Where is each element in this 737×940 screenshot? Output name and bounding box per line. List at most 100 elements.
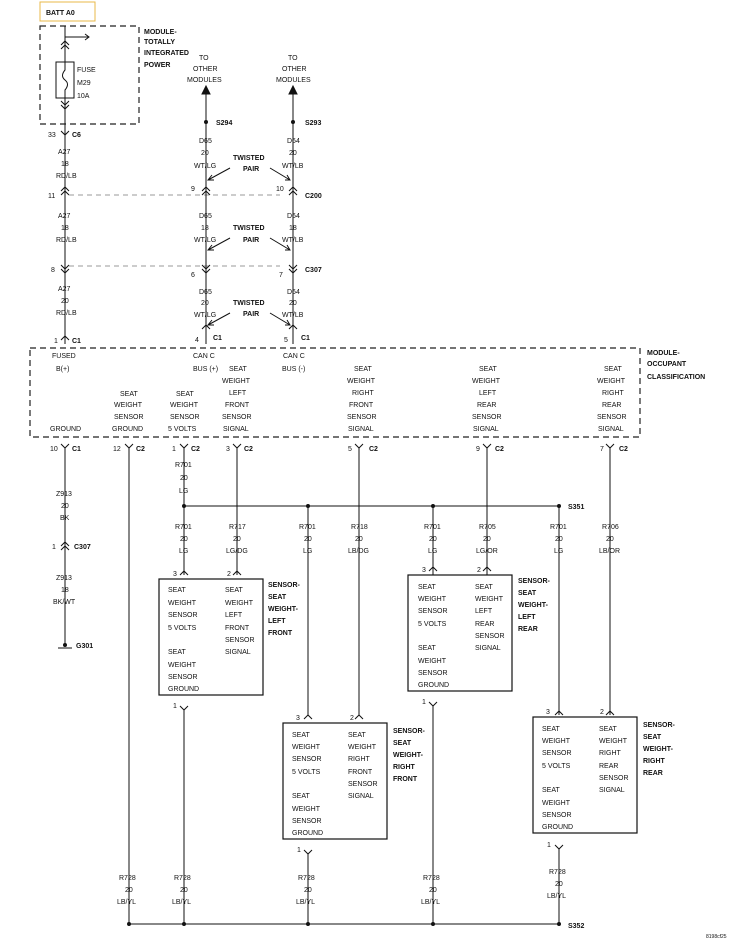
svg-text:FRONT: FRONT — [349, 402, 374, 409]
svg-text:TOTALLY: TOTALLY — [144, 39, 175, 46]
sensor-rf-title: SENSOR- SEAT WEIGHT- RIGHT FRONT — [393, 728, 426, 783]
svg-text:LG: LG — [303, 548, 312, 555]
wire-r728-label-3: R728 20 LB/YL — [296, 875, 315, 906]
svg-text:C2: C2 — [495, 446, 504, 453]
svg-text:SENSOR: SENSOR — [168, 612, 198, 619]
svg-text:SEAT: SEAT — [418, 584, 436, 591]
ocm-module-outline — [29, 347, 641, 438]
svg-text:SEAT: SEAT — [393, 740, 412, 747]
tipm-title: MODULE- TOTALLY INTEGRATED POWER — [144, 29, 189, 69]
svg-text:LEFT: LEFT — [268, 618, 286, 625]
svg-text:SEAT: SEAT — [292, 793, 310, 800]
svg-text:SIGNAL: SIGNAL — [225, 649, 251, 656]
wire-r706-label: R706 20 LB/OR — [599, 524, 620, 555]
svg-text:20: 20 — [555, 881, 563, 888]
sensor-rf-ground: SEAT WEIGHT SENSOR GROUND — [292, 793, 323, 837]
figure-id: 8198cf25 — [706, 934, 727, 940]
d64-arrow-up — [288, 84, 298, 95]
svg-text:18: 18 — [201, 225, 209, 232]
svg-text:7: 7 — [600, 446, 604, 453]
svg-text:WT/LB: WT/LB — [282, 312, 304, 319]
svg-text:SENSOR: SENSOR — [225, 637, 255, 644]
svg-text:20: 20 — [201, 300, 209, 307]
svg-text:18: 18 — [61, 587, 69, 594]
svg-text:C2: C2 — [191, 446, 200, 453]
svg-text:S293: S293 — [305, 120, 321, 127]
svg-text:SEAT: SEAT — [168, 587, 186, 594]
tipm-internal-connector — [60, 40, 70, 50]
svg-text:LB/DG: LB/DG — [348, 548, 369, 555]
svg-text:SEAT: SEAT — [268, 594, 287, 601]
svg-text:SENSOR-: SENSOR- — [393, 728, 426, 735]
sensor-rf-signal: SEAT WEIGHT RIGHT FRONT SENSOR SIGNAL — [348, 732, 378, 800]
svg-text:REAR: REAR — [602, 402, 621, 409]
svg-text:WEIGHT: WEIGHT — [348, 744, 377, 751]
svg-text:SENSOR: SENSOR — [542, 812, 572, 819]
svg-text:D65: D65 — [199, 138, 212, 145]
svg-text:LG: LG — [179, 488, 188, 495]
svg-text:LG: LG — [554, 548, 563, 555]
svg-text:CAN C: CAN C — [193, 353, 215, 360]
svg-text:20: 20 — [289, 300, 297, 307]
svg-text:SENSOR: SENSOR — [597, 414, 627, 421]
wire-r705-label: R705 20 LG/OR — [476, 524, 498, 555]
svg-text:SENSOR: SENSOR — [418, 670, 448, 677]
wire-d64-20-label-2: D64 20 WT/LB — [282, 289, 304, 319]
svg-text:10: 10 — [50, 446, 58, 453]
svg-text:WEIGHT-: WEIGHT- — [393, 752, 424, 759]
svg-text:SENSOR: SENSOR — [168, 674, 198, 681]
fuse-element — [62, 62, 68, 98]
svg-text:BUS (-): BUS (-) — [282, 366, 305, 373]
svg-text:TWISTED: TWISTED — [233, 300, 265, 307]
svg-text:R717: R717 — [229, 524, 246, 531]
svg-text:20: 20 — [355, 536, 363, 543]
svg-text:WEIGHT: WEIGHT — [347, 378, 376, 385]
svg-text:A27: A27 — [58, 149, 71, 156]
wire-r717-label: R717 20 LG/DG — [226, 524, 248, 555]
wire-d65-20-label-2: D65 20 WT/LG — [194, 289, 216, 319]
wire-r701-label-rr: R701 20 LG — [550, 524, 567, 555]
svg-text:REAR: REAR — [643, 770, 663, 777]
svg-text:18: 18 — [61, 161, 69, 168]
svg-text:GROUND: GROUND — [168, 686, 199, 693]
twisted-pair-3: TWISTED PAIR — [206, 300, 291, 326]
svg-text:3: 3 — [173, 571, 177, 578]
svg-text:18: 18 — [61, 225, 69, 232]
svg-text:TWISTED: TWISTED — [233, 155, 265, 162]
svg-text:R728: R728 — [549, 869, 566, 876]
svg-text:7: 7 — [279, 272, 283, 279]
svg-text:SENSOR: SENSOR — [475, 633, 505, 640]
svg-text:BK/WT: BK/WT — [53, 599, 76, 606]
svg-text:2: 2 — [600, 709, 604, 716]
svg-text:C200: C200 — [305, 193, 322, 200]
svg-text:FRONT: FRONT — [225, 625, 250, 632]
svg-text:WEIGHT-: WEIGHT- — [268, 606, 299, 613]
svg-text:MODULES: MODULES — [276, 77, 311, 84]
svg-text:SENSOR: SENSOR — [114, 414, 144, 421]
svg-text:D64: D64 — [287, 138, 300, 145]
svg-text:33: 33 — [48, 132, 56, 139]
svg-text:20: 20 — [61, 503, 69, 510]
svg-text:LG/DG: LG/DG — [226, 548, 248, 555]
svg-text:FRONT: FRONT — [225, 402, 250, 409]
sensor-rr-box — [532, 716, 638, 834]
d65-arrow-up — [201, 84, 211, 95]
s294-splice — [204, 120, 208, 124]
ocm-rf-signal: SEAT WEIGHT RIGHT FRONT SENSOR SIGNAL — [347, 366, 377, 433]
twisted-pair-2: TWISTED PAIR — [206, 225, 291, 251]
svg-text:PAIR: PAIR — [243, 237, 259, 244]
svg-text:20: 20 — [201, 150, 209, 157]
svg-text:WEIGHT: WEIGHT — [542, 738, 571, 745]
tipm-bus-arrow — [65, 33, 90, 41]
ocm-title: MODULE- OCCUPANT CLASSIFICATION — [647, 350, 705, 381]
svg-text:POWER: POWER — [144, 62, 170, 69]
svg-text:20: 20 — [304, 536, 312, 543]
svg-text:20: 20 — [180, 536, 188, 543]
sensor-rf-box — [282, 722, 388, 840]
svg-text:LB/YL: LB/YL — [172, 899, 191, 906]
svg-text:OTHER: OTHER — [193, 66, 218, 73]
svg-text:SEAT: SEAT — [292, 732, 310, 739]
sensor-rf-5v: SEAT WEIGHT SENSOR 5 VOLTS — [292, 732, 322, 776]
svg-text:Z913: Z913 — [56, 575, 72, 582]
c2-pin-5 — [354, 443, 364, 449]
